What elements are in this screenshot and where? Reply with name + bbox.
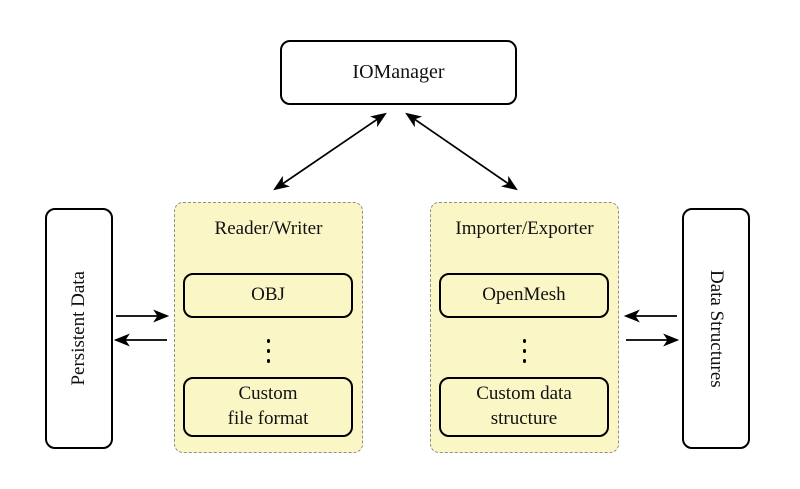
vertical-ellipsis-icon: [431, 331, 618, 371]
node-data-structures: Data Structures: [682, 208, 750, 449]
node-custom-file-format: Custom file format: [183, 377, 353, 437]
node-openmesh: OpenMesh: [439, 273, 609, 318]
node-persistent-data: Persistent Data: [45, 208, 113, 449]
node-persistent-data-label: Persistent Data: [68, 271, 89, 386]
edge-iomanager-importer-exporter: [405, 112, 518, 191]
node-custom-data-structure: Custom data structure: [439, 377, 609, 437]
node-data-structures-label: Data Structures: [706, 269, 727, 388]
vertical-ellipsis-icon: [175, 331, 362, 371]
node-obj: OBJ: [183, 273, 353, 318]
group-reader-writer: Reader/Writer OBJ Custom file format: [174, 202, 363, 453]
group-reader-writer-label: Reader/Writer: [214, 218, 323, 239]
group-importer-exporter-label: Importer/Exporter: [455, 218, 594, 239]
group-importer-exporter: Importer/Exporter OpenMesh Custom data s…: [430, 202, 619, 453]
node-iomanager: IOManager: [280, 40, 517, 105]
edge-iomanager-reader-writer: [273, 112, 387, 191]
node-iomanager-label: IOManager: [352, 61, 445, 83]
